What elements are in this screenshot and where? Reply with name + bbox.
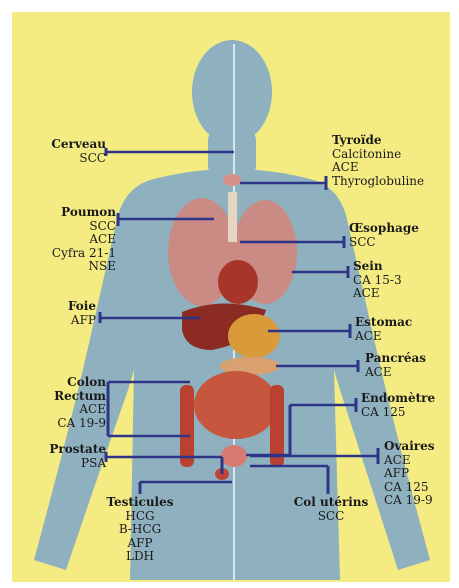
organ-name: Poumon — [30, 206, 116, 220]
organ-name: Endomètre — [361, 392, 451, 406]
label-colon-rectum: Colon Rectum ACE CA 19-9 — [20, 376, 106, 430]
marker: Thyroglobuline — [332, 175, 442, 189]
marker: ACE — [365, 366, 453, 380]
marker: ACE — [30, 233, 116, 247]
organ-name: Prostate — [20, 443, 106, 457]
marker: ACE — [332, 161, 442, 175]
label-cerveau: Cerveau SCC — [20, 138, 106, 165]
marker: LDH — [100, 550, 180, 564]
marker: ACE — [20, 403, 106, 417]
marker: SCC — [30, 220, 116, 234]
organ-name: Ovaires — [384, 440, 454, 454]
organ-name: Tyroïde — [332, 134, 442, 148]
organ-name: Œsophage — [349, 222, 445, 236]
marker: CA 125 — [384, 481, 454, 495]
uterus-shape — [221, 445, 247, 467]
label-foie: Foie AFP — [20, 300, 96, 327]
marker: B-HCG — [100, 523, 180, 537]
heart-shape — [218, 260, 258, 304]
stomach-shape — [228, 314, 280, 358]
organ-name: Pancréas — [365, 352, 453, 366]
marker: SCC — [349, 236, 445, 250]
organ-name: Colon — [20, 376, 106, 390]
marker: NSE — [30, 260, 116, 274]
colon-left-shape — [180, 385, 194, 467]
organ-name: Cerveau — [20, 138, 106, 152]
organ-name: Sein — [353, 260, 443, 274]
marker: AFP — [384, 467, 454, 481]
small-intestine-shape — [194, 371, 278, 439]
marker: ACE — [384, 454, 454, 468]
organ-name: Rectum — [20, 390, 106, 404]
thyroid-shape — [223, 174, 241, 186]
label-ovaires: Ovaires ACE AFP CA 125 CA 19-9 — [384, 440, 454, 508]
label-col-uterins: Col utérins SCC — [286, 496, 376, 523]
marker: SCC — [286, 510, 376, 524]
marker: AFP — [20, 314, 96, 328]
marker: Cyfra 21-1 — [30, 247, 116, 261]
label-tyroide: Tyroïde Calcitonine ACE Thyroglobuline — [332, 134, 442, 188]
label-prostate: Prostate PSA — [20, 443, 106, 470]
marker: PSA — [20, 457, 106, 471]
organ-name: Col utérins — [286, 496, 376, 510]
marker: ACE — [355, 330, 445, 344]
organ-name: Estomac — [355, 316, 445, 330]
marker: SCC — [20, 152, 106, 166]
label-estomac: Estomac ACE — [355, 316, 445, 343]
marker: ACE — [353, 287, 443, 301]
organ-name: Foie — [20, 300, 96, 314]
marker: Calcitonine — [332, 148, 442, 162]
label-oesophage: Œsophage SCC — [349, 222, 445, 249]
organ-name: Testicules — [100, 496, 180, 510]
label-sein: Sein CA 15-3 ACE — [353, 260, 443, 301]
marker: AFP — [100, 537, 180, 551]
marker: CA 19-9 — [384, 494, 454, 508]
label-endometre: Endomètre CA 125 — [361, 392, 451, 419]
trachea-shape — [228, 192, 237, 242]
marker: CA 15-3 — [353, 274, 443, 288]
marker: CA 125 — [361, 406, 451, 420]
marker: CA 19-9 — [20, 417, 106, 431]
marker: HCG — [100, 510, 180, 524]
label-poumon: Poumon SCC ACE Cyfra 21-1 NSE — [30, 206, 116, 274]
label-testicules: Testicules HCG B-HCG AFP LDH — [100, 496, 180, 564]
label-pancreas: Pancréas ACE — [365, 352, 453, 379]
